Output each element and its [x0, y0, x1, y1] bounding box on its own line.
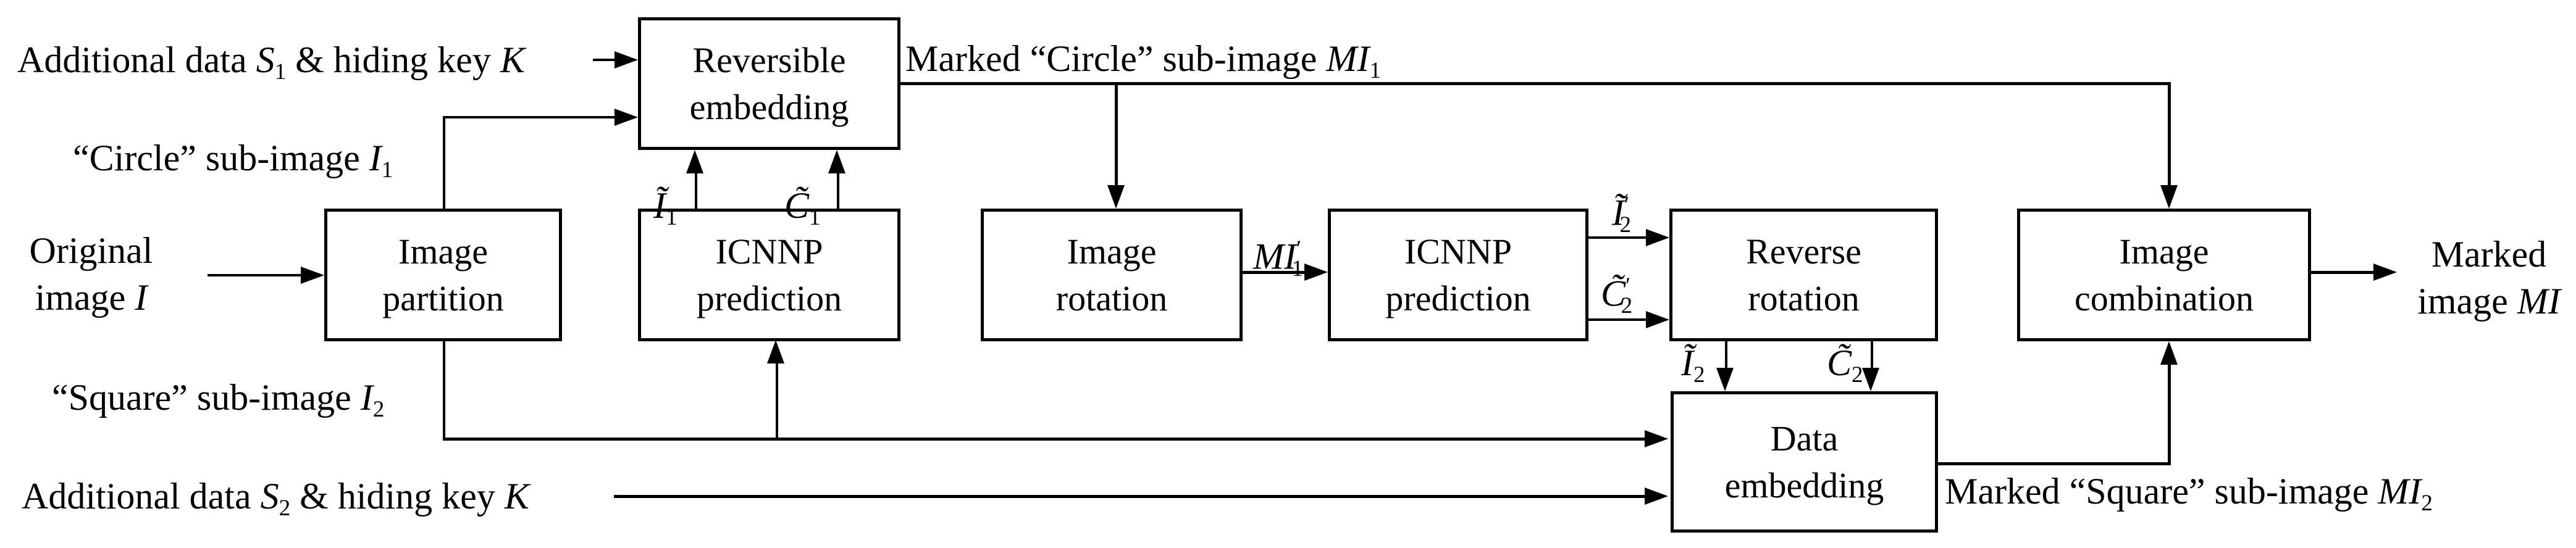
line-marked-circle-drop-to-combination [2168, 82, 2171, 186]
box-label-line: Image [1067, 231, 1157, 272]
line-c2-tilde-arrow [1871, 341, 1873, 369]
box-reversible-embedding: Reversible embedding [638, 17, 900, 150]
box-label-line: rotation [1748, 278, 1860, 318]
label-line: Original [29, 230, 153, 271]
box-label-line: ICNNP [715, 231, 823, 272]
label-i2-prime-tilde: Ĩ′2 [1612, 192, 1632, 238]
label-circle-subimage: “Circle” sub-image I1 [73, 138, 393, 183]
arrowhead-into-image-partition [301, 267, 324, 284]
label-marked-circle-subimage: Marked “Circle” sub-image MI1 [905, 38, 1381, 84]
line-i1-tilde-arrow [695, 172, 697, 209]
line-c1-tilde-arrow [837, 172, 839, 209]
label-square-subimage: “Square” sub-image I2 [52, 377, 385, 423]
box-label-line: combination [2075, 278, 2254, 318]
label-additional-data-s1: Additional data S1 & hiding key K [17, 39, 525, 85]
box-image-rotation: Image rotation [981, 209, 1243, 341]
line-circle-subimage-horizontal [443, 116, 617, 118]
arrowhead-mi1-prime-into-icnnp2 [1304, 264, 1328, 281]
arrowhead-into-icnnp1-bottom [767, 340, 784, 363]
box-label-line: embedding [689, 86, 849, 127]
line-s1-key-arrow [593, 59, 619, 61]
box-data-embedding: Data embedding [1671, 391, 1938, 533]
label-c2-prime-tilde: C̃′2 [1601, 273, 1633, 318]
line-marked-circle-horizontal [900, 82, 2171, 85]
box-label-line: Data [1770, 418, 1839, 459]
box-label-line: prediction [696, 278, 842, 318]
label-c1-tilde: C̃1 [784, 185, 821, 231]
arrowhead-i2-tilde-into-data-embedding [1716, 368, 1734, 391]
arrowhead-into-image-combination-top [2160, 185, 2178, 209]
line-data-embedding-out-horizontal [1938, 462, 2171, 465]
line-s2-key [614, 495, 1647, 498]
arrowhead-i2-prime-into-reverse-rotation [1646, 229, 1669, 246]
line-original-image-arrow [208, 274, 303, 276]
label-line: image MI [2417, 281, 2561, 322]
box-label-line: ICNNP [1404, 231, 1512, 272]
label-line: image I [35, 277, 148, 318]
box-label-line: rotation [1055, 278, 1168, 318]
label-marked-square-subimage: Marked “Square” sub-image MI2 [1945, 471, 2433, 517]
line-data-embedding-out-vertical [2168, 365, 2171, 465]
label-additional-data-s2: Additional data S2 & hiding key K [22, 476, 529, 521]
label-c2-tilde: C̃2 [1827, 342, 1863, 388]
box-label-line: Reverse [1746, 231, 1861, 272]
arrowhead-into-image-combination-bottom [2160, 341, 2178, 365]
arrowhead-s2-into-data-embedding [1645, 488, 1668, 505]
arrowhead-into-image-rotation [1107, 185, 1125, 209]
line-i2-prime-tilde-arrow [1588, 236, 1647, 239]
line-square-subimage-vertical [443, 341, 445, 441]
label-marked-image: Marked image MI [2402, 231, 2575, 325]
box-icnnp-prediction-1: ICNNP prediction [638, 209, 900, 341]
line-square-branch-to-icnnp1 [776, 363, 778, 441]
box-label-line: Reversible [692, 39, 846, 80]
arrowhead-circle-into-reversible-embedding [615, 109, 638, 126]
box-image-combination: Image combination [2017, 209, 2311, 341]
label-i1-tilde: Ĩ1 [653, 185, 678, 231]
line-marked-circle-branch-to-rotation [1115, 82, 1118, 186]
line-mi1-prime-arrow [1243, 271, 1307, 274]
box-icnnp-prediction-2: ICNNP prediction [1328, 209, 1588, 341]
line-i2-tilde-arrow [1725, 341, 1727, 369]
box-label-line: partition [382, 278, 504, 318]
arrowhead-c2-prime-into-reverse-rotation [1646, 311, 1669, 328]
arrowhead-s1-into-reversible-embedding [615, 51, 638, 68]
box-label-line: embedding [1724, 465, 1884, 505]
box-image-partition: Image partition [324, 209, 562, 341]
label-i2-tilde: Ĩ2 [1681, 342, 1705, 388]
box-reverse-rotation: Reverse rotation [1669, 209, 1938, 341]
line-square-subimage-horizontal [443, 438, 1647, 441]
line-final-output-arrow [2311, 271, 2375, 274]
arrowhead-square-into-data-embedding [1645, 430, 1668, 447]
label-original-image: Original image I [15, 227, 167, 321]
box-label-line: prediction [1385, 278, 1531, 318]
box-label-line: Image [2119, 231, 2209, 272]
box-label-line: Image [398, 231, 488, 272]
line-c2-prime-tilde-arrow [1588, 318, 1647, 321]
line-circle-subimage-vertical [443, 116, 445, 210]
label-mi1-prime: MI′1 [1253, 236, 1304, 281]
label-line: Marked [2431, 234, 2547, 275]
arrowhead-c1-tilde [828, 150, 845, 173]
arrowhead-c2-tilde-into-data-embedding [1862, 368, 1879, 391]
arrowhead-final-output [2373, 264, 2397, 281]
arrowhead-i1-tilde [686, 150, 703, 173]
